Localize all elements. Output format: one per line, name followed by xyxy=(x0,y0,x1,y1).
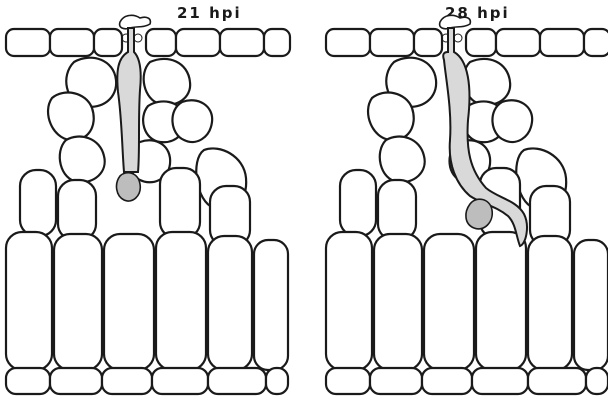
panel-28-hpi xyxy=(326,15,608,394)
panel-21-hpi xyxy=(6,15,290,394)
